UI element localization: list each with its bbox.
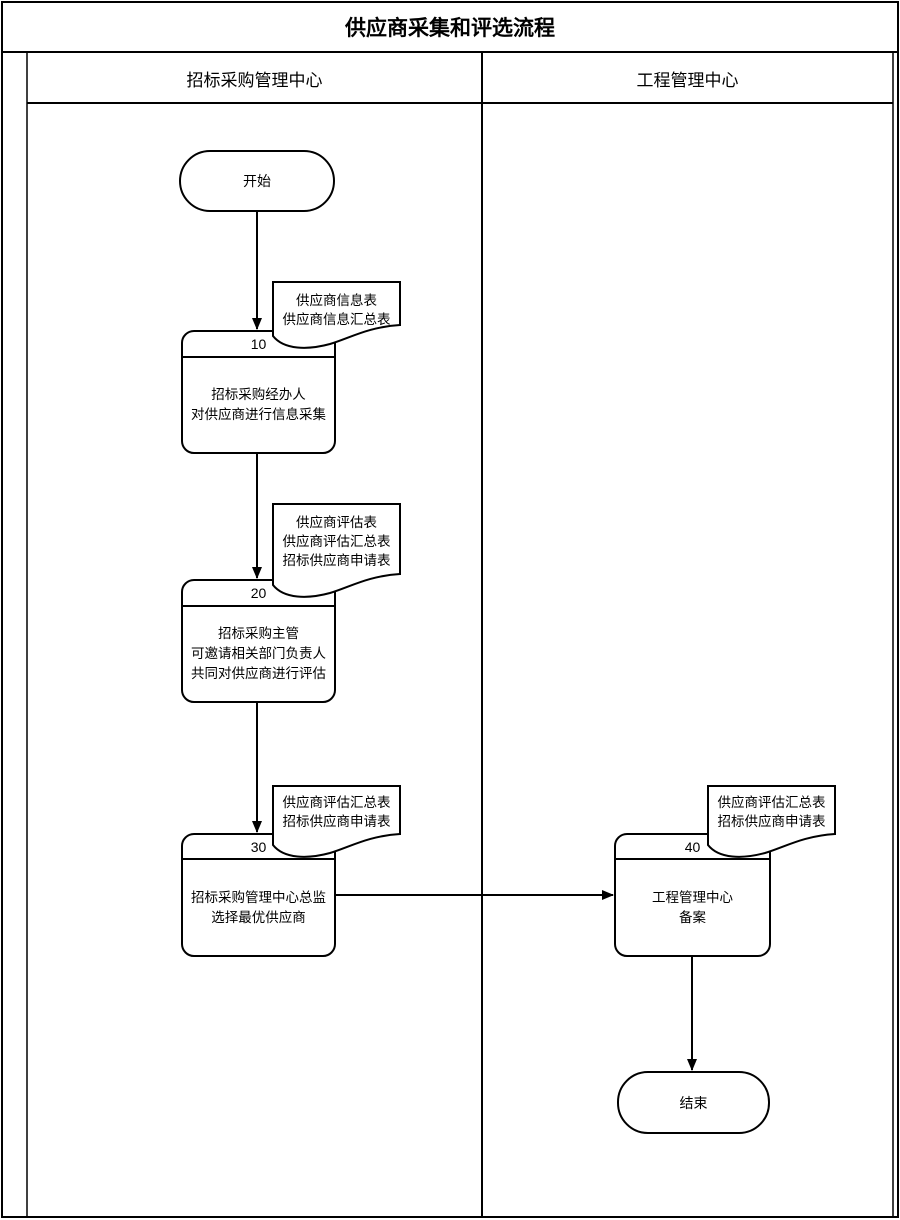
process-box-40: [614, 833, 771, 957]
document30-text: 供应商评估汇总表 招标供应商申请表: [282, 795, 391, 829]
end-terminator-label: 结束: [679, 1094, 708, 1111]
document10-text: 供应商信息表 供应商信息汇总表: [282, 293, 391, 327]
step10-number: 10: [250, 336, 267, 352]
process-box-20: [181, 579, 336, 703]
document-shape-40: [707, 785, 836, 858]
step30-text: 招标采购管理中心总监 选择最优供应商: [191, 889, 326, 925]
process-box-10: [181, 330, 336, 454]
step20-text: 招标采购主管 可邀请相关部门负责人 共同对供应商进行评估: [191, 626, 326, 681]
page-title: 供应商采集和评选流程: [345, 17, 555, 40]
step20-number: 20: [250, 585, 267, 601]
step30-number: 30: [250, 838, 267, 855]
lane-header-engineering-center: 工程管理中心: [636, 70, 739, 90]
document-shape-30: [272, 785, 401, 858]
lane-header-bidding-procurement-center: 招标采购管理中心: [186, 70, 323, 90]
start-terminator-label: 开始: [243, 173, 271, 189]
document20-text: 供应商评估表 供应商评估汇总表 招标供应商申请表: [282, 514, 391, 568]
step40-text: 工程管理中心 备案: [652, 889, 733, 925]
document40-text: 供应商评估汇总表 招标供应商申请表: [717, 795, 826, 829]
end-terminator-shape: [617, 1071, 770, 1134]
process-box-30: [181, 833, 336, 957]
start-terminator-shape: [179, 150, 335, 212]
step10-text: 招标采购经办人 对供应商进行信息采集: [191, 387, 326, 422]
document-shape-20: [272, 503, 401, 598]
document-shape-10: [272, 281, 401, 349]
step40-number: 40: [684, 838, 701, 855]
